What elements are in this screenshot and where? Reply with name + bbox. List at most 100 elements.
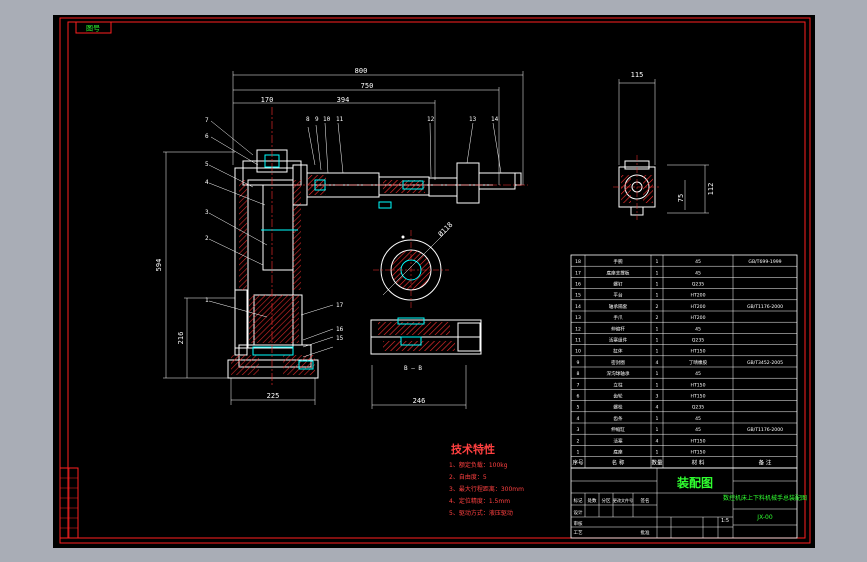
tech-item-1: 1、额定负载：100kg — [449, 461, 508, 469]
drawing-name: 数控机床上下料机械手总装配图 — [723, 494, 807, 502]
bom-cell: 深沟球轴承 — [607, 370, 630, 377]
callout-10: 10 — [323, 116, 331, 123]
dim-base-216: 216 — [177, 332, 185, 345]
bom-cell: 1 — [656, 427, 659, 433]
tech-item-4: 4、定位精度：1.5mm — [449, 497, 510, 505]
bom-cell: 1 — [656, 449, 659, 455]
tb-label-change: 更改文件号 — [613, 497, 633, 503]
bom-cell: 3 — [656, 393, 659, 399]
front-view — [227, 107, 528, 385]
bom-cell: 6 — [577, 393, 580, 399]
cad-drawing: 图号 — [59, 17, 811, 544]
callout-12: 12 — [427, 116, 435, 123]
bom-cell: 15 — [575, 293, 581, 299]
bom-cell: HT200 — [690, 293, 705, 299]
bom-header-cell: 材 料 — [692, 459, 705, 467]
bom-cell: 齿轮 — [613, 392, 623, 399]
bom-cell: HT200 — [690, 304, 705, 310]
bom-cell: 密封圈 — [611, 359, 625, 366]
title-block: 装配图 数控机床上下料机械手总装配图 JX-00 1:5 标记 处数 分区 更改… — [570, 467, 807, 539]
bom-cell: 11 — [575, 337, 581, 343]
tb-label-count: 处数 — [588, 497, 597, 504]
bom-cell: 45 — [695, 427, 701, 433]
dim-bore: Ø118 — [437, 221, 455, 239]
dim-side-small: 75 — [677, 194, 685, 202]
dim-base-width: 225 — [267, 392, 280, 400]
drawing-sheet: 图号 — [53, 15, 815, 548]
bom-cell: GB/T1176-2000 — [747, 427, 783, 433]
drawing-number-stamp — [75, 21, 112, 34]
bom-header-cell: 名 称 — [612, 459, 625, 467]
callout-7: 7 — [205, 117, 209, 124]
bom-cell: 8 — [577, 371, 580, 377]
bom-cell: 45 — [695, 371, 701, 377]
callout-leaders — [208, 120, 502, 358]
bom-header-cell: 备 注 — [759, 459, 772, 467]
bom-cell: 1 — [656, 259, 659, 265]
dim-170: 170 — [261, 96, 274, 104]
bom-cell: 1 — [656, 270, 659, 276]
bom-cell: 1 — [656, 349, 659, 355]
bom-cell: HT150 — [690, 438, 705, 444]
bom-cell: HT150 — [690, 382, 705, 388]
inner-frame — [67, 21, 806, 539]
dim-750: 750 — [361, 82, 374, 90]
bom-cell: 手爪 — [613, 314, 623, 321]
bom-cell: 齿条 — [613, 415, 623, 422]
dim-394: 394 — [337, 96, 350, 104]
bom-cell: 1 — [656, 293, 659, 299]
bom-cell: 10 — [575, 349, 581, 355]
bom-cell: 3 — [577, 427, 580, 433]
tech-item-5: 5、驱动方式：液压驱动 — [449, 509, 513, 517]
dim-overall-length: 800 — [355, 67, 368, 75]
section-bb-view: B — B — [370, 317, 482, 372]
bom-cell: 14 — [575, 304, 581, 310]
bom-header-cell: 数量 — [651, 459, 663, 467]
bom-cell: 4 — [656, 405, 659, 411]
bom-cell: 1 — [577, 449, 580, 455]
bom-cell: 1 — [656, 281, 659, 287]
callout-4: 4 — [205, 179, 209, 186]
tb-design: 设计 — [574, 509, 583, 516]
callout-8: 8 — [306, 116, 310, 123]
outer-frame — [59, 17, 811, 544]
callout-13: 13 — [469, 116, 477, 123]
bom-cell: 活塞组件 — [609, 336, 628, 343]
callout-2: 2 — [205, 235, 209, 242]
section-label: B — B — [404, 365, 422, 372]
callout-16: 16 — [336, 326, 344, 333]
bom-cell: 1 — [656, 371, 659, 377]
bom-cell: 平台 — [613, 292, 623, 299]
tb-label-sign: 签名 — [641, 497, 650, 504]
dimension-lines — [163, 71, 709, 409]
bom-cell: Q235 — [692, 281, 704, 287]
bom-cell: GB/T699-1999 — [748, 259, 781, 265]
callout-6: 6 — [205, 133, 209, 140]
tb-label-zone: 分区 — [602, 497, 611, 504]
bom-cell: HT150 — [690, 449, 705, 455]
bom-cell: 7 — [577, 382, 580, 388]
bom-cell: 18 — [575, 259, 581, 265]
bom-cell: 缸体 — [613, 348, 623, 355]
tb-check: 审核 — [574, 520, 583, 527]
bom-cell: 5 — [577, 405, 580, 411]
callout-3: 3 — [205, 209, 209, 216]
bom-cell: 1 — [656, 337, 659, 343]
tech-item-3: 3、最大行程距离：300mm — [449, 485, 524, 493]
bom-cell: 2 — [656, 315, 659, 321]
bom-cell: 2 — [656, 304, 659, 310]
callout-9: 9 — [315, 116, 319, 123]
tb-process: 工艺 — [574, 530, 583, 536]
dim-side-height: 112 — [707, 183, 715, 196]
dim-section-width: 246 — [413, 397, 426, 405]
bom-cell: 丁晴橡胶 — [689, 359, 708, 366]
tech-notes: 技术特性 1、额定负载：100kg 2、自由度：5 3、最大行程距离：300mm… — [449, 442, 524, 517]
tb-label-mark: 标记 — [574, 497, 583, 504]
bom-cell: 2 — [577, 438, 580, 444]
bom-cell: 1 — [656, 382, 659, 388]
stamp-text: 图号 — [86, 25, 100, 33]
bom-cell: 13 — [575, 315, 581, 321]
callout-labels: 7 6 5 4 3 2 1 8 9 10 11 12 13 14 17 16 1… — [205, 116, 499, 342]
bom-cell: HT200 — [690, 315, 705, 321]
